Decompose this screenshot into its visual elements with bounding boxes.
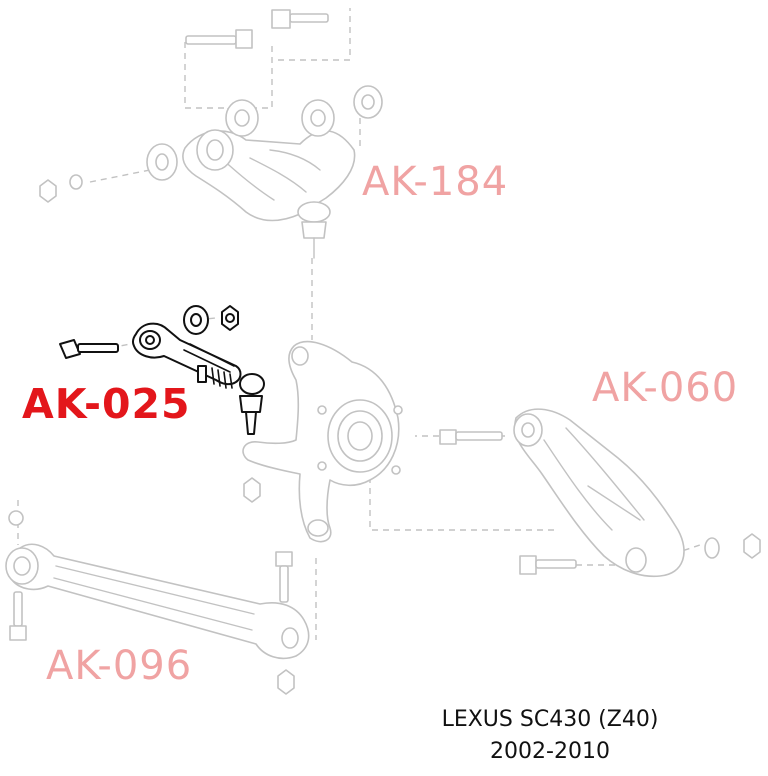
nut-icon: [243, 477, 295, 695]
callout-ak-096: AK-096: [46, 643, 193, 689]
trailing-arm: [5, 543, 310, 660]
bolt-icon: [8, 510, 27, 641]
vehicle-caption: LEXUS SC430 (Z40) 2002-2010: [400, 704, 700, 768]
toe-control-arm: [131, 322, 265, 435]
vehicle-model: LEXUS SC430 (Z40): [441, 707, 659, 732]
nut-icon: [39, 174, 83, 203]
upper-arm-bushings: [146, 85, 383, 181]
bolt-icon: [59, 339, 119, 359]
upper-control-arm: [182, 129, 356, 259]
bolt-icon: [439, 429, 503, 445]
steering-knuckle: [242, 340, 403, 543]
vehicle-years: 2002-2010: [490, 739, 610, 764]
lower-control-arm: [513, 408, 685, 578]
bushing-icon: [183, 305, 209, 335]
bolt-icon: [185, 29, 253, 49]
nut-icon: [221, 305, 239, 331]
callout-ak-025: AK-025: [22, 380, 191, 428]
callout-ak-060: AK-060: [592, 365, 739, 411]
bolt-icon: [271, 9, 329, 29]
bolt-icon: [519, 555, 577, 575]
nut-icon: [704, 533, 761, 559]
callout-ak-184: AK-184: [362, 159, 509, 205]
bolt-icon: [275, 551, 293, 603]
